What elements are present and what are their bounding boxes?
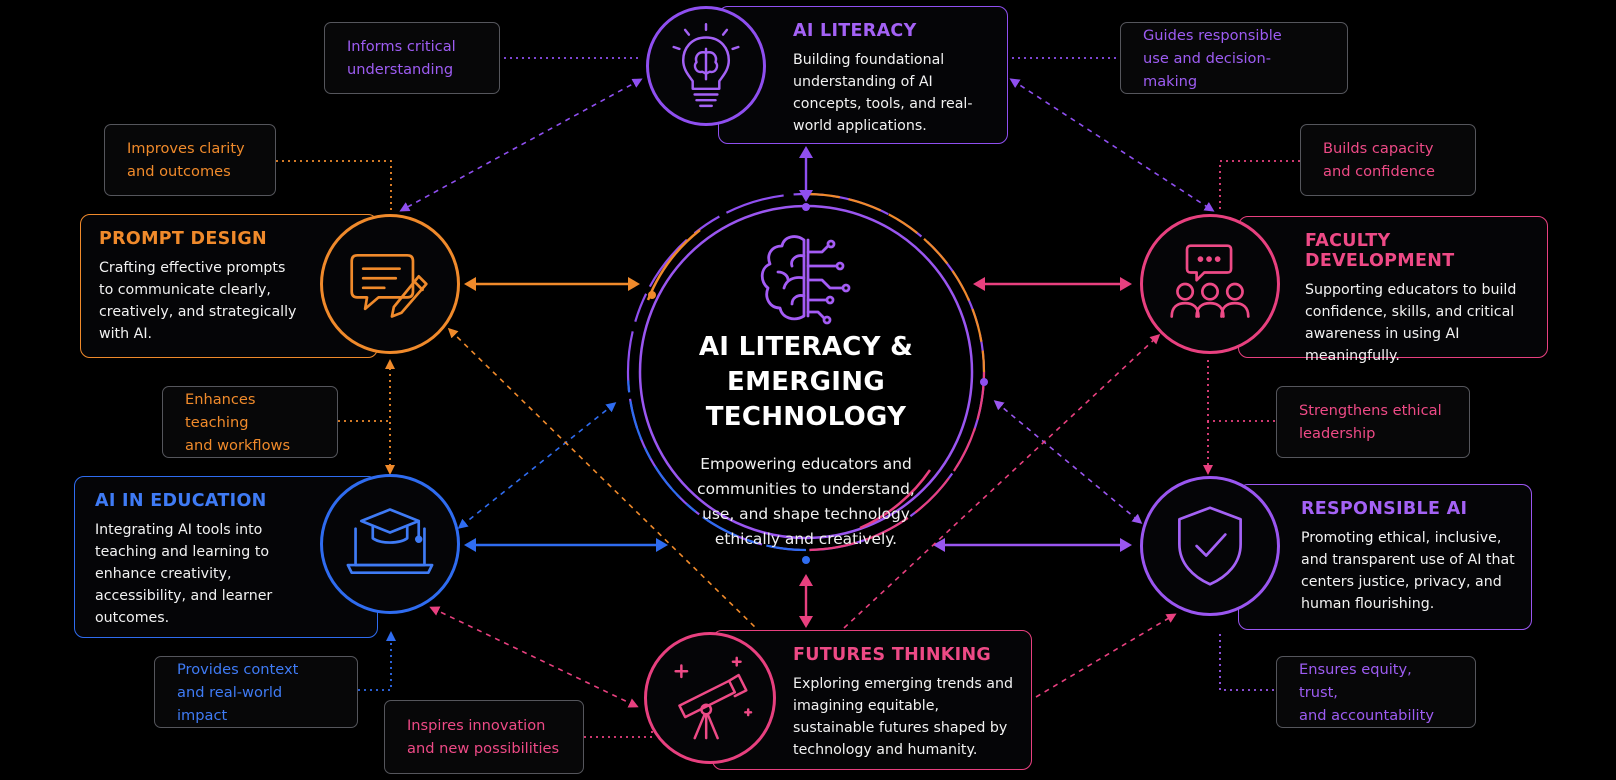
responsible-ai-card: RESPONSIBLE AI Promoting ethical, inclus… xyxy=(1238,484,1532,630)
link-education-futures xyxy=(429,606,639,708)
ai-literacy-icon-circle xyxy=(646,6,766,126)
prompt-design-title: PROMPT DESIGN xyxy=(99,229,267,249)
center-subtitle: Empowering educators and communities to … xyxy=(697,455,915,548)
futures-thinking-icon-circle xyxy=(644,632,776,764)
responsible-ai-title: RESPONSIBLE AI xyxy=(1301,499,1468,519)
responsible-ai-icon-circle xyxy=(1140,476,1280,616)
responsible-ai-description: Promoting ethical, inclusive, and transp… xyxy=(1301,530,1515,612)
link-futures-faculty xyxy=(843,333,1161,629)
note-inspires: Inspires innovation and new possibilitie… xyxy=(384,700,584,774)
note-strengthens: Strengthens ethical leadership xyxy=(1276,386,1470,458)
note-enhances: Enhances teaching and workflows xyxy=(162,386,338,458)
link-literacy-prompt xyxy=(399,78,643,212)
faculty-development-card: FACULTY DEVELOPMENT Supporting educators… xyxy=(1238,216,1548,364)
faculty-development-icon-circle xyxy=(1140,214,1280,354)
link-futures-responsible xyxy=(1035,613,1177,698)
faculty-development-description: Supporting educators to build confidence… xyxy=(1305,282,1517,364)
faculty-development-title: FACULTY DEVELOPMENT xyxy=(1305,231,1455,271)
center-block: AI LITERACY & EMERGING TECHNOLOGY Empowe… xyxy=(626,235,986,552)
note-builds: Builds capacity and confidence xyxy=(1300,124,1476,196)
link-center-education xyxy=(457,402,617,529)
group-chat-icon xyxy=(1170,244,1250,318)
note-guides: Guides responsible use and decision-maki… xyxy=(1120,22,1348,94)
prompt-design-icon-circle xyxy=(320,214,460,354)
note-informs: Informs critical understanding xyxy=(324,22,500,94)
graduation-laptop-icon xyxy=(346,508,434,575)
note-provides: Provides context and real-world impact xyxy=(154,656,358,728)
futures-thinking-title: FUTURES THINKING xyxy=(793,645,992,665)
ai-literacy-card: AI LITERACY Building foundational unders… xyxy=(718,6,1008,144)
chat-pencil-icon xyxy=(350,253,428,318)
brain-circuit-icon xyxy=(760,235,851,325)
ai-in-education-description: Integrating AI tools into teaching and l… xyxy=(95,522,273,626)
ai-literacy-description: Building foundational understanding of A… xyxy=(793,52,973,134)
ai-literacy-title: AI LITERACY xyxy=(793,21,917,41)
center-title: AI LITERACY & EMERGING TECHNOLOGY xyxy=(698,332,914,432)
lightbulb-brain-icon xyxy=(672,22,740,108)
ai-in-education-icon-circle xyxy=(320,474,460,614)
link-prompt-futures xyxy=(447,327,759,631)
shield-check-icon xyxy=(1178,506,1242,586)
link-literacy-faculty xyxy=(1009,78,1215,212)
ai-in-education-title: AI IN EDUCATION xyxy=(95,491,267,511)
futures-thinking-description: Exploring emerging trends and imagining … xyxy=(793,676,1013,758)
prompt-design-description: Crafting effective prompts to communicat… xyxy=(99,260,297,342)
note-ensures: Ensures equity, trust, and accountabilit… xyxy=(1276,656,1476,728)
prompt-design-card: PROMPT DESIGN Crafting effective prompts… xyxy=(80,214,378,358)
note-improves: Improves clarity and outcomes xyxy=(104,124,276,196)
link-center-responsible xyxy=(993,400,1143,524)
telescope-icon xyxy=(674,656,753,740)
